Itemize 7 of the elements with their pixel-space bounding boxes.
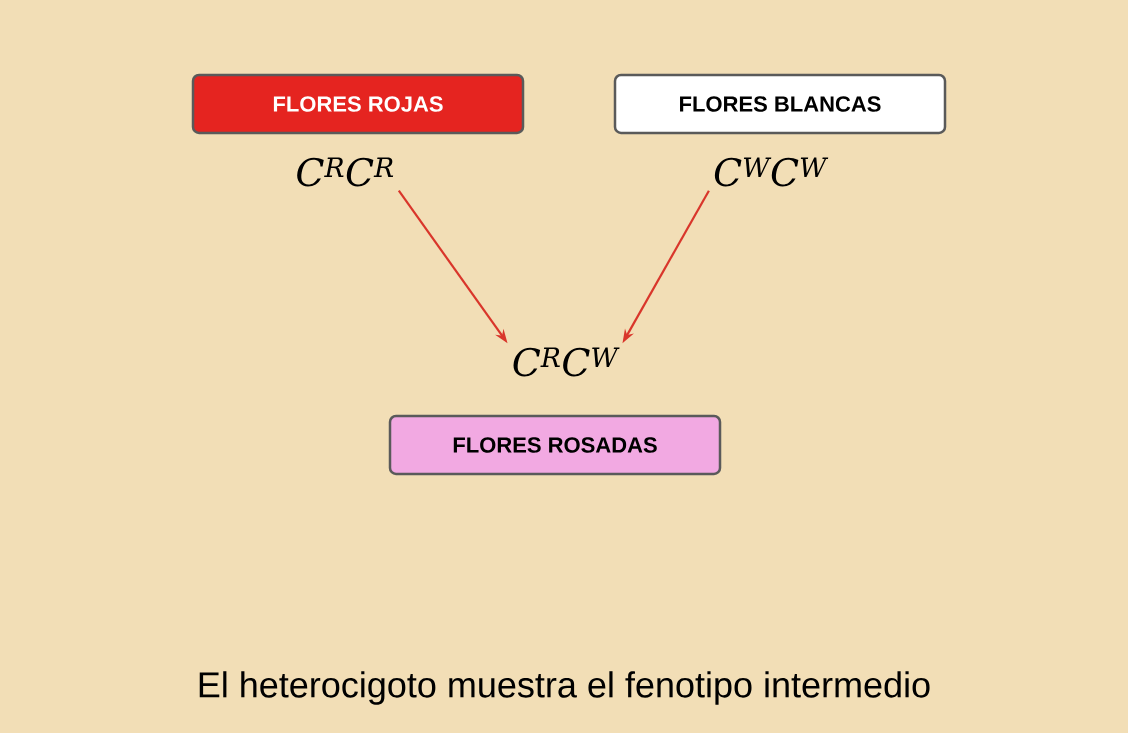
label-box: FLORES BLANCAS: [613, 73, 947, 135]
caption: El heterocigoto muestra el fenotipo intermedio: [199, 671, 930, 705]
label-box: FLORES ROSADAS: [388, 414, 722, 476]
label-box: FLORES ROJAS: [191, 73, 525, 135]
genotype-label: C$^{R}$C$^{W}$: [513, 347, 620, 377]
genotype-label: C$^{R}$C$^{R}$: [297, 157, 394, 187]
genotype-label: C$^{W}$C$^{W}$: [714, 157, 829, 187]
